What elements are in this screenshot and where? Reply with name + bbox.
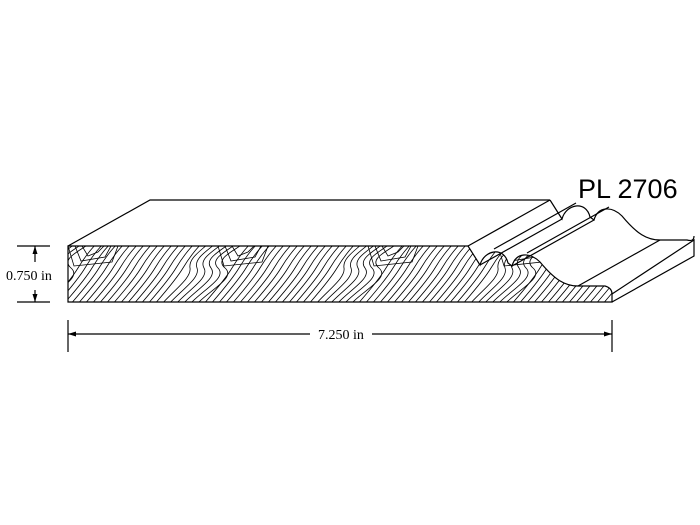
- grain-line: [320, 246, 372, 302]
- grain-line: [236, 246, 288, 302]
- grain-line: [138, 246, 190, 302]
- grain-line: [243, 246, 295, 302]
- grain-line: [68, 246, 120, 302]
- grain-line: [607, 246, 612, 302]
- grain-line: [68, 246, 99, 302]
- grain-line: [257, 246, 309, 302]
- grain-line: [166, 246, 218, 302]
- grain-line: [376, 246, 428, 302]
- grain-line: [250, 246, 302, 302]
- grain-line: [383, 246, 435, 302]
- grain-knot-line: [68, 246, 119, 267]
- grain-line: [208, 246, 260, 302]
- grain-line: [264, 246, 316, 302]
- grain-line: [89, 246, 141, 302]
- grain-line: [173, 246, 225, 302]
- grain-line: [215, 246, 267, 302]
- width-dimension: 7.250 in: [67, 320, 613, 352]
- grain-line: [306, 246, 358, 302]
- grain-line: [558, 246, 610, 302]
- grain-line: [600, 246, 612, 302]
- grain-line: [187, 246, 239, 302]
- back-profile: [549, 199, 695, 242]
- grain-line: [544, 246, 596, 302]
- width-label: 7.250 in: [318, 328, 364, 343]
- grain-line: [439, 246, 491, 302]
- grain-line: [103, 246, 155, 302]
- grain-line: [180, 246, 232, 302]
- grain-knot-line: [381, 246, 405, 257]
- grain-line: [622, 242, 672, 306]
- grain-line: [678, 242, 700, 306]
- grain-line: [68, 246, 106, 302]
- grain-knot-line: [81, 246, 105, 257]
- grain-line: [523, 246, 575, 302]
- grain-line: [68, 246, 85, 302]
- grain-line: [201, 246, 253, 302]
- grain-line: [271, 246, 323, 302]
- grain-line: [481, 246, 533, 302]
- grain-line: [509, 246, 561, 302]
- grain-line: [362, 246, 414, 302]
- grain-line: [425, 246, 477, 302]
- grain-line: [397, 246, 449, 302]
- grain-line: [586, 246, 612, 302]
- grain-line: [572, 246, 612, 302]
- grain-line: [551, 246, 603, 302]
- grain-line: [68, 246, 92, 302]
- grain-knot-line: [367, 246, 419, 267]
- thickness-dimension: 0.750 in: [6, 245, 52, 303]
- grain-line: [355, 246, 407, 302]
- grain-line: [68, 246, 113, 302]
- grain-line: [96, 246, 148, 302]
- grain-line: [537, 246, 589, 302]
- grain-line: [152, 246, 204, 302]
- grain-line: [629, 242, 679, 306]
- top-left-edge: [67, 199, 550, 247]
- grain-line: [159, 246, 211, 302]
- profile-title: PL 2706: [578, 174, 678, 204]
- grain-line: [145, 246, 197, 302]
- wood-grain-hatching: [68, 242, 700, 306]
- grain-line: [593, 246, 612, 302]
- grain-knot-line: [231, 246, 255, 257]
- grain-line: [327, 246, 379, 302]
- grain-line: [369, 246, 421, 302]
- grain-line: [516, 246, 568, 302]
- grain-line: [117, 246, 169, 302]
- grain-line: [229, 246, 281, 302]
- grain-knot-line: [217, 246, 269, 267]
- grain-line: [565, 246, 612, 302]
- grain-line: [299, 246, 351, 302]
- grain-line: [418, 246, 470, 302]
- grain-knot-line: [74, 246, 112, 262]
- grain-line: [278, 246, 330, 302]
- grain-line: [285, 246, 337, 302]
- grain-line: [313, 246, 365, 302]
- grain-line: [110, 246, 162, 302]
- grain-line: [404, 246, 456, 302]
- grain-line: [341, 246, 393, 302]
- grain-line: [131, 246, 183, 302]
- grain-line: [348, 246, 400, 302]
- thickness-label: 0.750 in: [6, 269, 52, 284]
- grain-line: [432, 246, 484, 302]
- grain-line: [650, 242, 700, 306]
- grain-line: [292, 246, 344, 302]
- grain-knot-line: [374, 246, 412, 262]
- grain-line: [643, 242, 693, 306]
- profile-edges: [467, 199, 695, 303]
- grain-knot-line: [224, 246, 262, 262]
- grain-line: [411, 246, 463, 302]
- grain-line: [390, 246, 442, 302]
- grain-line: [474, 246, 526, 302]
- grain-line: [124, 246, 176, 302]
- grain-line: [75, 246, 127, 302]
- grain-line: [82, 246, 134, 302]
